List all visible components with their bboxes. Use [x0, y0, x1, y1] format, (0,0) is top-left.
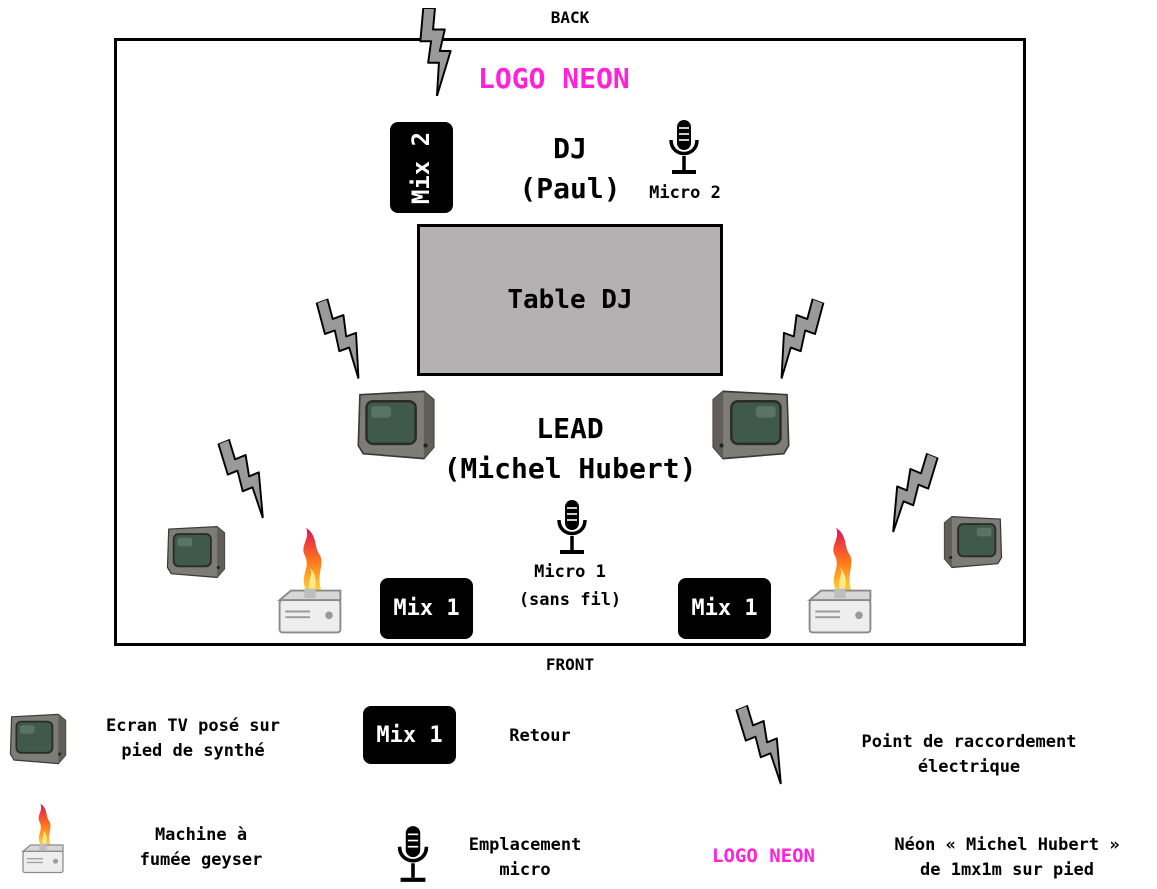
dj-table: Table DJ [417, 224, 723, 376]
legend-lightning-bolt-icon [724, 696, 803, 794]
front-label: FRONT [545, 655, 595, 674]
crt-tv-icon [355, 386, 437, 464]
legend-neon-text: Néon « Michel Hubert » de 1mx1m sur pied [894, 835, 1120, 880]
mix1-monitor-right: Mix 1 [678, 578, 771, 639]
micro1-label: Micro 1 [534, 562, 606, 582]
legend-mix-text: Retour [509, 726, 571, 746]
lead-label: LEAD [536, 412, 604, 445]
microphone-icon [552, 498, 592, 558]
mix1-left-label: Mix 1 [393, 596, 460, 621]
back-label: BACK [550, 8, 590, 27]
legend-microphone-icon [392, 824, 434, 886]
crt-tv-icon [942, 512, 1004, 572]
legend-fog-text: Machine à fumée geyser [139, 825, 263, 870]
legend-fog-machine-icon [18, 800, 68, 880]
mix2-label: Mix 2 [407, 131, 436, 204]
legend-tv-text: Ecran TV posé sur pied de synthé [106, 716, 280, 761]
dj-name: (Paul) [519, 172, 621, 205]
legend-power-text: Point de raccordement électrique [861, 732, 1077, 777]
dj-label: DJ [553, 132, 587, 165]
crt-tv-icon [165, 522, 227, 582]
micro1-sublabel: (sans fil) [518, 590, 622, 610]
legend-mix-sample: Mix 1 [363, 706, 456, 764]
legend-crt-tv-icon [8, 710, 68, 768]
stage-outline [114, 38, 1026, 646]
lightning-bolt-icon [410, 8, 460, 96]
fog-machine-icon [802, 526, 878, 640]
crt-tv-icon [710, 386, 792, 464]
mix2-monitor: Mix 2 [390, 122, 453, 213]
legend-mix-label: Mix 1 [376, 722, 443, 748]
lead-name: (Michel Hubert) [443, 452, 697, 485]
mix1-monitor-left: Mix 1 [380, 578, 473, 639]
dj-table-label: Table DJ [507, 285, 633, 315]
logo-neon: LOGO NEON [478, 62, 630, 95]
mix1-right-label: Mix 1 [691, 596, 758, 621]
fog-machine-icon [272, 526, 348, 640]
legend-mic-text: Emplacement micro [468, 835, 582, 880]
microphone-icon [664, 118, 704, 178]
legend-neon-sample: LOGO NEON [712, 845, 815, 867]
micro2-label: Micro 2 [649, 183, 721, 203]
